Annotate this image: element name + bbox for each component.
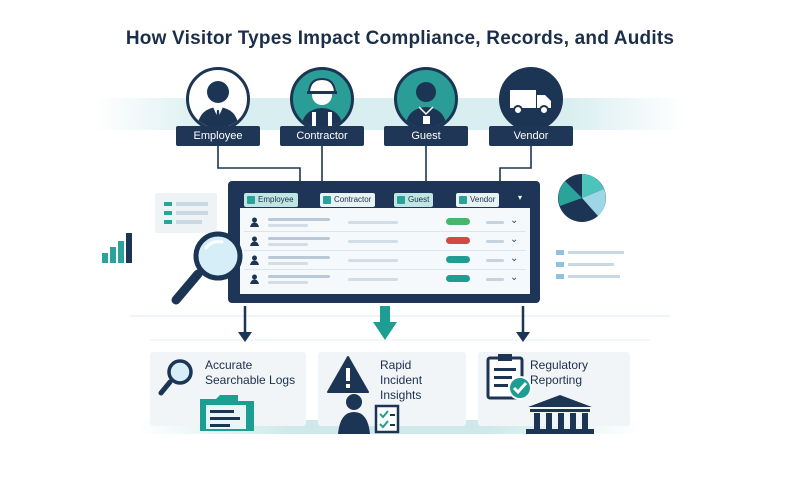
guest-avatar	[394, 67, 458, 131]
checkbox-icon	[459, 196, 467, 204]
table-row[interactable]: ⌄	[244, 232, 526, 251]
checkbox-icon	[247, 196, 255, 204]
employee-avatar	[186, 67, 250, 131]
magnifier-icon	[171, 231, 243, 305]
filter-employee[interactable]: Employee	[244, 193, 298, 207]
folder-icon	[200, 395, 254, 431]
page-title: How Visitor Types Impact Compliance, Rec…	[125, 28, 675, 49]
benefit-line: Reporting	[530, 373, 583, 387]
benefit-text-incidents: Rapid Incident Insights	[380, 358, 422, 403]
label-contractor: Contractor	[280, 126, 364, 146]
filter-dropdown-icon[interactable]: ▾	[518, 193, 523, 202]
label-guest: Guest	[384, 126, 468, 146]
person-icon	[250, 217, 259, 227]
person-icon	[250, 236, 259, 246]
benefit-text-reporting: Regulatory Reporting	[530, 358, 588, 388]
table-row[interactable]: ⌄	[244, 270, 526, 288]
building-icon	[526, 395, 594, 434]
contractor-hardhat-icon	[301, 77, 343, 128]
checklist-icon	[486, 354, 532, 400]
chevron-down-icon[interactable]: ⌄	[510, 272, 519, 283]
benefit-line: Incident	[380, 373, 423, 387]
status-pill	[446, 256, 470, 263]
benefit-line: Insights	[380, 388, 422, 402]
pie-chart-icon	[558, 174, 606, 222]
table-row[interactable]: ⌄	[244, 251, 526, 270]
status-pill	[446, 218, 470, 225]
label-vendor: Vendor	[489, 126, 573, 146]
checkbox-icon	[323, 196, 331, 204]
benefit-line: Accurate	[205, 358, 253, 372]
benefit-line: Searchable Logs	[205, 373, 296, 387]
warning-icon	[327, 356, 369, 393]
person-icon	[250, 255, 259, 265]
magnifier-search-icon	[158, 359, 193, 396]
person-clipboard-icon	[338, 394, 400, 434]
mini-bar-chart-icon	[102, 233, 132, 263]
filter-label: Guest	[408, 195, 430, 204]
filter-vendor[interactable]: Vendor	[456, 193, 500, 207]
chevron-down-icon[interactable]: ⌄	[510, 253, 519, 264]
filter-label: Employee	[258, 195, 294, 204]
status-pill	[446, 237, 470, 244]
chevron-down-icon[interactable]: ⌄	[510, 215, 519, 226]
benefit-line: Rapid	[380, 358, 412, 372]
filter-guest[interactable]: Guest	[394, 193, 434, 207]
contractor-avatar	[290, 67, 354, 131]
person-icon	[250, 274, 259, 284]
checkbox-icon	[397, 196, 405, 204]
filter-contractor[interactable]: Contractor	[320, 193, 376, 207]
benefit-line: Regulatory	[530, 358, 589, 372]
employee-icon	[197, 81, 239, 128]
chevron-down-icon[interactable]: ⌄	[510, 234, 519, 245]
delivery-truck-icon	[510, 90, 551, 115]
filter-label: Vendor	[470, 195, 496, 204]
table-row[interactable]: ⌄	[244, 213, 526, 232]
filter-label: Contractor	[334, 195, 372, 204]
side-document-card	[155, 193, 217, 233]
status-pill	[446, 275, 470, 282]
side-list-card	[556, 248, 628, 288]
guest-badge-icon	[405, 82, 447, 128]
benefit-text-logs: Accurate Searchable Logs	[205, 358, 295, 388]
label-employee: Employee	[176, 126, 260, 146]
